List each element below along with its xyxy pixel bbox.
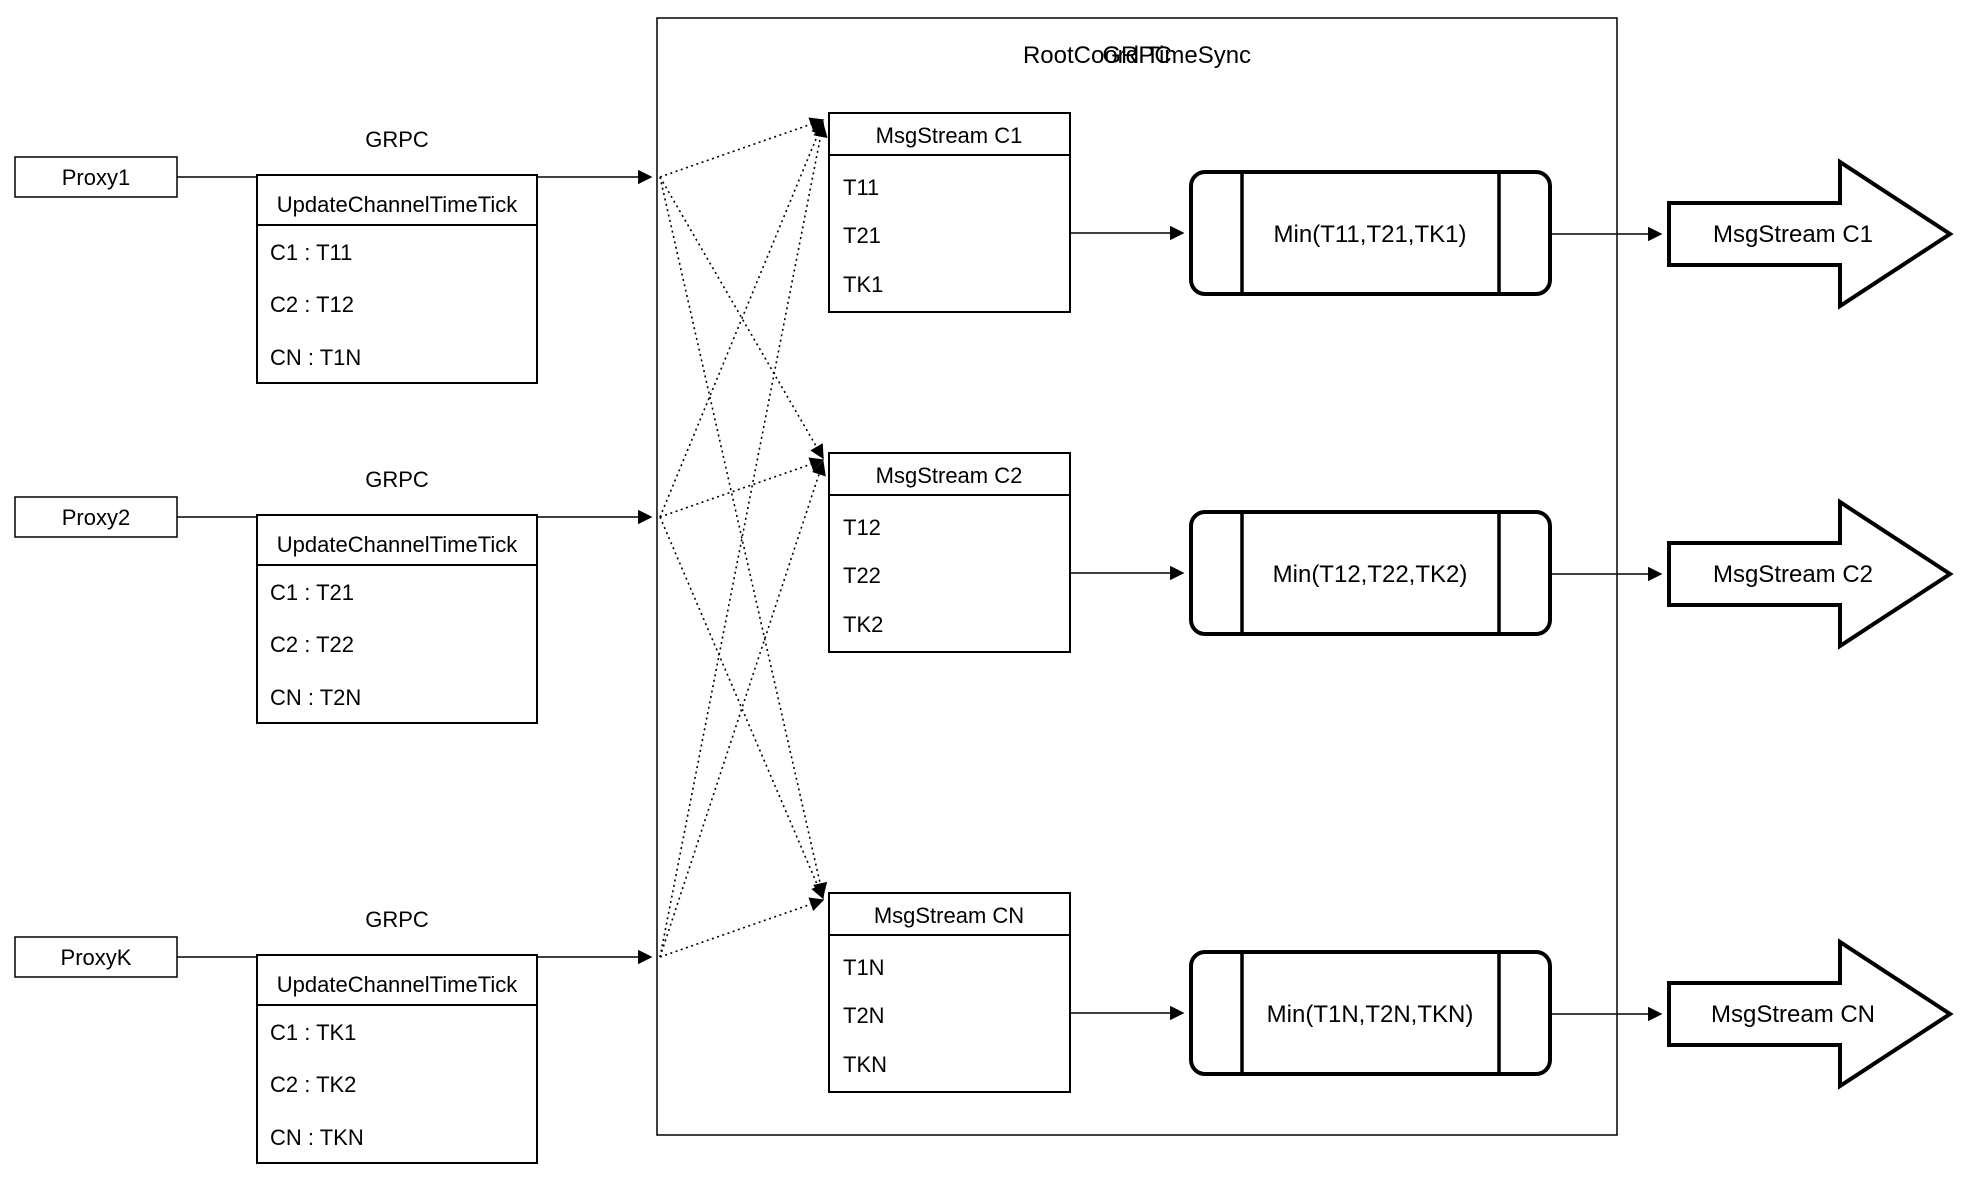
output-label-1: MsgStream C1	[1713, 221, 1873, 248]
stream-table-row-2-2: T22	[843, 563, 881, 588]
tick-table-row-1-1: C1 : T11	[270, 240, 352, 265]
proxy-label-2: Proxy2	[62, 505, 130, 530]
fan-arrow-1-2	[659, 176, 824, 460]
row-proxyk: ProxyK GRPC UpdateChannelTimeTick C1 : T…	[14, 892, 1954, 1164]
rootcoord-title: GRPC	[1102, 42, 1171, 69]
fan-arrow-1-3	[659, 176, 828, 898]
min-label-3: Min(T1N,T2N,TKN)	[1267, 1001, 1474, 1028]
output-label-3: MsgStream CN	[1711, 1001, 1875, 1028]
grpc-label-2: GRPC	[365, 467, 429, 492]
stream-table-row-3-1: T1N	[843, 955, 885, 980]
rootcoord-title: RootCoord TimeSync	[1023, 42, 1251, 69]
stream-table-row-1-1: T11	[843, 175, 879, 200]
grpc-label-3: GRPC	[365, 907, 429, 932]
proxy-label-1: Proxy1	[62, 165, 130, 190]
tick-table-row-3-2: C2 : TK2	[270, 1072, 356, 1097]
row-proxy1: Proxy1 GRPC UpdateChannelTimeTick C1 : T…	[14, 112, 1954, 384]
tick-table-row-2-2: C2 : T22	[270, 632, 354, 657]
min-label-1: Min(T11,T21,TK1)	[1274, 221, 1467, 248]
stream-table-1	[828, 112, 1071, 313]
stream-table-3	[828, 892, 1071, 1093]
tick-table-2	[256, 514, 538, 724]
fan-arrow-3-3	[659, 897, 825, 958]
tick-table-1	[256, 174, 538, 384]
proxy-box-3	[14, 936, 178, 978]
proxy-box-2	[14, 496, 178, 538]
stream-table-header-1: MsgStream C1	[876, 123, 1023, 148]
tick-table-header-1: UpdateChannelTimeTick	[277, 192, 518, 217]
stream-table-row-2-1: T12	[843, 515, 881, 540]
tick-table-row-1-2: C2 : T12	[270, 292, 354, 317]
stream-table-row-1-2: T21	[843, 223, 881, 248]
proxy-label-3: ProxyK	[61, 945, 132, 970]
row-proxy2: Proxy2 GRPC UpdateChannelTimeTick C1 : T…	[14, 452, 1954, 724]
tick-table-row-2-3: CN : T2N	[270, 685, 361, 710]
stream-table-row-1-3: TK1	[843, 272, 883, 297]
stream-table-2	[828, 452, 1071, 653]
tick-table-row-3-3: CN : TKN	[270, 1125, 364, 1150]
min-box-2	[1189, 510, 1552, 636]
stream-table-row-3-2: T2N	[843, 1003, 885, 1028]
min-label-2: Min(T12,T22,TK2)	[1273, 561, 1468, 588]
stream-table-header-2: MsgStream C2	[876, 463, 1023, 488]
fan-arrow-3-1	[659, 122, 828, 958]
output-label-2: MsgStream C2	[1713, 561, 1873, 588]
proxy-box-1	[14, 156, 178, 198]
tick-table-header-2: UpdateChannelTimeTick	[277, 532, 518, 557]
min-box-1	[1189, 170, 1552, 296]
stream-table-row-3-3: TKN	[843, 1052, 887, 1077]
tick-table-row-1-3: CN : T1N	[270, 345, 361, 370]
output-arrow-3	[1667, 938, 1954, 1090]
fan-arrow-1-1	[659, 117, 825, 178]
stream-table-row-2-3: TK2	[843, 612, 883, 637]
stream-table-header-3: MsgStream CN	[874, 903, 1024, 928]
tick-table-row-3-1: C1 : TK1	[270, 1020, 356, 1045]
tick-table-row-2-1: C1 : T21	[270, 580, 354, 605]
min-box-3	[1189, 950, 1552, 1076]
tick-table-header-3: UpdateChannelTimeTick	[277, 972, 518, 997]
output-arrow-1	[1667, 158, 1954, 310]
grpc-label-1: GRPC	[365, 127, 429, 152]
fan-arrow-2-2	[659, 457, 825, 518]
fanout-arrows	[659, 117, 828, 958]
tick-table-3	[256, 954, 538, 1164]
output-arrow-2	[1667, 498, 1954, 650]
